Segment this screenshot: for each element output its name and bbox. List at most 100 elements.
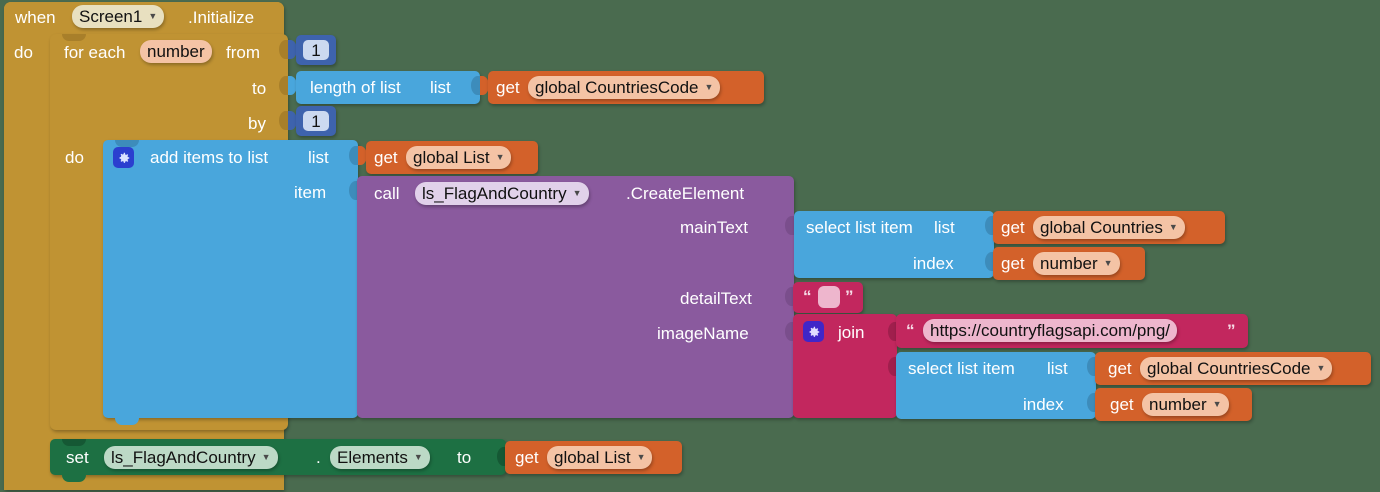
select-main-index-socket[interactable] [985, 252, 994, 271]
chevron-down-icon: ▼ [1168, 222, 1178, 232]
event-component-label: Screen1 [79, 7, 143, 26]
event-when-label: when [15, 8, 56, 27]
get-variable-label-6: number [1149, 395, 1207, 414]
for-each-by-label: by [248, 114, 266, 133]
close-quote-glyph-1: ” [845, 287, 854, 306]
event-component-dropdown[interactable]: Screen1 ▼ [72, 5, 165, 28]
for-each-label: for each [64, 43, 126, 62]
get-keyword-label-5: get [1108, 359, 1132, 378]
get-countriescode-plug-1 [480, 76, 489, 95]
chevron-down-icon: ▼ [148, 11, 158, 21]
get-variable-label-5: global CountriesCode [1147, 359, 1311, 378]
length-of-list-socket[interactable] [471, 76, 480, 95]
add-items-bottom-bump [115, 418, 139, 425]
number-by-field[interactable]: 1 [303, 111, 329, 131]
add-items-to-list-block[interactable] [103, 140, 358, 418]
get-variable-dropdown-4[interactable]: number ▼ [1033, 252, 1120, 275]
for-each-top-notch [62, 34, 86, 41]
join-arg1-socket[interactable] [888, 322, 897, 341]
number-from-value: 1 [311, 40, 321, 60]
call-method-label: .CreateElement [626, 184, 745, 203]
set-dot-label: . [316, 448, 321, 467]
call-create-element-block[interactable] [357, 176, 794, 418]
param-detailtext-socket[interactable] [785, 287, 794, 306]
event-do-label: do [14, 43, 33, 62]
set-keyword-label: set [66, 448, 89, 467]
get-variable-label-1: global CountriesCode [535, 78, 699, 97]
for-each-by-socket[interactable] [279, 111, 288, 130]
get-keyword-label-3: get [1001, 218, 1025, 237]
call-component-label: ls_FlagAndCountry [422, 184, 567, 203]
select-main-list-label: list [934, 218, 955, 237]
select-code-index-label: index [1023, 395, 1064, 414]
number-by-value: 1 [311, 111, 321, 131]
select-list-item-code-block[interactable] [896, 352, 1096, 419]
chevron-down-icon: ▼ [1103, 258, 1113, 268]
get-variable-label-2: global List [413, 148, 490, 167]
set-property-label: Elements [337, 448, 408, 467]
param-detailtext-label: detailText [680, 289, 752, 308]
length-of-list-label: length of list [310, 78, 401, 97]
param-maintext-socket[interactable] [785, 216, 794, 235]
open-quote-glyph-2: “ [906, 321, 915, 340]
set-elements-bottom-bump [62, 475, 86, 482]
chevron-down-icon: ▼ [413, 452, 423, 462]
chevron-down-icon: ▼ [572, 188, 582, 198]
set-elements-top-notch [62, 439, 86, 446]
param-imagename-label: imageName [657, 324, 749, 343]
number-from-field[interactable]: 1 [303, 40, 329, 60]
get-keyword-label-6: get [1110, 395, 1134, 414]
add-items-item-socket[interactable] [349, 181, 358, 200]
param-maintext-label: mainText [680, 218, 749, 237]
get-variable-dropdown-2[interactable]: global List ▼ [406, 146, 512, 169]
get-variable-label-7: global List [554, 448, 631, 467]
call-component-dropdown[interactable]: ls_FlagAndCountry ▼ [415, 182, 589, 205]
get-keyword-label-7: get [515, 448, 539, 467]
gear-icon[interactable] [803, 321, 824, 342]
for-each-from-label: from [226, 43, 260, 62]
for-each-to-label: to [252, 79, 267, 98]
for-each-variable-field[interactable]: number [140, 40, 212, 63]
string-value-field[interactable] [818, 286, 840, 308]
open-quote-glyph-1: “ [803, 287, 812, 306]
select-code-list-label: list [1047, 359, 1068, 378]
get-keyword-label-1: get [496, 78, 520, 97]
get-keyword-label-4: get [1001, 254, 1025, 273]
set-property-dropdown[interactable]: Elements ▼ [330, 446, 430, 469]
chevron-down-icon: ▼ [495, 152, 505, 162]
length-of-list-plug [288, 76, 297, 95]
add-items-list-socket[interactable] [349, 146, 358, 165]
from-number-plug [288, 40, 297, 59]
select-code-label: select list item [908, 359, 1015, 378]
select-code-index-socket[interactable] [1087, 393, 1096, 412]
select-list-item-maintext-block[interactable] [794, 211, 994, 278]
close-quote-glyph-2: ” [1227, 321, 1236, 340]
get-variable-dropdown-7[interactable]: global List ▼ [547, 446, 653, 469]
set-value-socket[interactable] [497, 447, 506, 466]
get-variable-dropdown-5[interactable]: global CountriesCode ▼ [1140, 357, 1333, 380]
join-arg2-socket[interactable] [888, 357, 897, 376]
select-main-label: select list item [806, 218, 913, 237]
add-items-list-label: list [308, 148, 329, 167]
add-items-item-label: item [294, 183, 327, 202]
select-main-list-socket[interactable] [985, 216, 994, 235]
set-component-label: ls_FlagAndCountry [111, 448, 256, 467]
gear-icon[interactable] [113, 147, 134, 168]
get-variable-dropdown-6[interactable]: number ▼ [1142, 393, 1229, 416]
for-each-from-socket[interactable] [279, 40, 288, 59]
for-each-to-socket[interactable] [279, 76, 288, 95]
get-variable-dropdown-1[interactable]: global CountriesCode ▼ [528, 76, 721, 99]
for-each-do-label: do [65, 148, 84, 167]
set-component-dropdown[interactable]: ls_FlagAndCountry ▼ [104, 446, 278, 469]
get-variable-dropdown-3[interactable]: global Countries ▼ [1033, 216, 1185, 239]
chevron-down-icon: ▼ [636, 452, 646, 462]
add-items-label: add items to list [150, 148, 269, 167]
url-string-field[interactable]: https://countryflagsapi.com/png/ [923, 319, 1178, 342]
length-of-list-block[interactable] [296, 71, 480, 104]
get-variable-label-3: global Countries [1040, 218, 1163, 237]
set-to-label: to [457, 448, 472, 467]
param-imagename-socket[interactable] [785, 322, 794, 341]
select-code-list-socket[interactable] [1087, 357, 1096, 376]
by-number-plug [288, 111, 297, 130]
